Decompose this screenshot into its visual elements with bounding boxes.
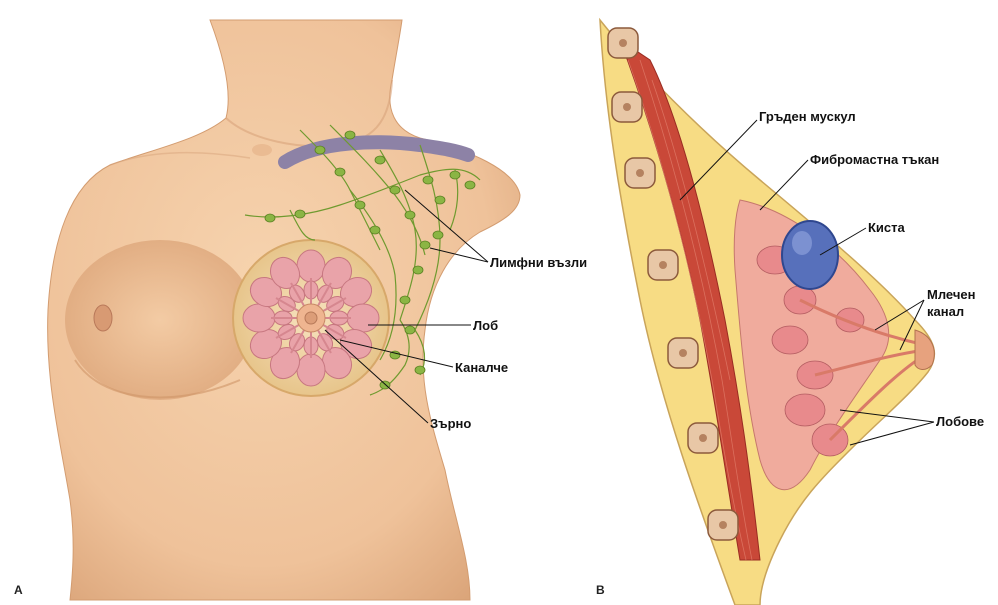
label-lobe: Лоб — [473, 318, 498, 333]
nipple-left — [94, 305, 112, 331]
cyst — [782, 221, 838, 289]
sternal-notch — [252, 144, 272, 156]
label-milk-duct-line1: Млечен — [927, 287, 975, 302]
label-fibrous-tissue: Фибромастна тъкан — [810, 152, 939, 167]
label-cyst: Киста — [868, 220, 905, 235]
label-milk-duct-line2: канал — [927, 304, 964, 319]
nipple-b — [915, 330, 934, 370]
panel-b-letter: B — [596, 583, 605, 597]
label-nipple: Зърно — [430, 416, 471, 431]
label-chest-muscle: Гръден мускул — [759, 109, 856, 124]
label-lymph-nodes: Лимфни възли — [490, 255, 587, 270]
label-lobes: Лобове — [936, 414, 984, 429]
panel-a-letter: A — [14, 583, 23, 597]
nipple-right — [305, 312, 317, 324]
breast-left — [65, 240, 255, 400]
label-duct: Каналче — [455, 360, 508, 375]
cyst-highlight — [792, 231, 812, 255]
